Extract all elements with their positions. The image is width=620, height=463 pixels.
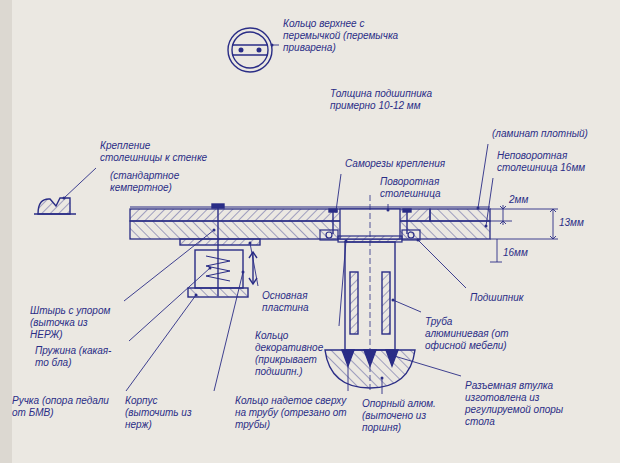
part-label: Кольцо декоративное (прикрывает подшипн.… xyxy=(255,330,335,378)
support-foot xyxy=(325,350,415,388)
leader-line xyxy=(486,178,493,226)
paper-shadow xyxy=(0,0,12,463)
table-tops xyxy=(130,207,490,208)
leader-dot xyxy=(345,240,348,243)
leader-line xyxy=(391,355,461,376)
leader-dot xyxy=(335,210,338,213)
dimension-lines xyxy=(553,209,554,239)
dimension-label: 2мм xyxy=(509,194,528,206)
leader-line xyxy=(393,300,421,312)
leader-line xyxy=(124,230,214,301)
leader-line xyxy=(214,272,243,391)
lock-mechanism xyxy=(195,250,243,288)
leader-dot xyxy=(195,294,198,297)
top-ring xyxy=(232,44,268,45)
support-foot xyxy=(342,350,398,366)
dimension-lines xyxy=(550,209,556,239)
dimension-lines xyxy=(490,205,558,262)
note: (стандартное кемпертное) xyxy=(110,170,230,194)
fixing-screws xyxy=(329,209,411,234)
leader-dot xyxy=(347,351,350,354)
leader-line xyxy=(339,241,346,326)
leader-dot xyxy=(390,354,393,357)
part-label: Разъемная втулка изготовлена из регулиру… xyxy=(465,380,595,428)
lock-mechanism xyxy=(180,239,260,245)
dimension-lines xyxy=(497,239,498,262)
dimension-lines xyxy=(500,206,506,224)
part-label: Корпус (выточить из нерж) xyxy=(125,395,210,431)
top-ring xyxy=(228,28,272,72)
top-ring xyxy=(232,54,268,55)
bearing xyxy=(320,230,338,240)
leader-dot xyxy=(381,377,384,380)
dimension-label: 13мм xyxy=(559,217,584,229)
leader-line xyxy=(250,243,258,286)
note: Толщина подшипника примерно 10-12 мм xyxy=(330,88,460,112)
part-label: Кольцо верхнее с перемычкой (перемычка п… xyxy=(283,18,403,54)
leader-dot xyxy=(477,207,480,210)
dimension-lines xyxy=(490,221,512,222)
fixing-screws xyxy=(403,209,411,212)
leader-dot xyxy=(387,209,390,212)
aluminium-tube xyxy=(350,272,358,334)
leader-dot xyxy=(417,239,420,242)
bearing xyxy=(326,232,332,238)
leader-dot xyxy=(209,267,212,270)
part-label: Неповоротная столешница 16мм xyxy=(497,150,597,174)
dimension-lines xyxy=(490,209,558,210)
leader-dot xyxy=(271,44,274,47)
leader-dot xyxy=(485,225,488,228)
top-ring xyxy=(228,28,272,72)
lock-mechanism xyxy=(206,256,230,281)
leader-line xyxy=(348,352,349,391)
leader-line xyxy=(126,295,196,391)
lock-mechanism xyxy=(212,204,224,208)
table-tops xyxy=(130,207,490,239)
lock-mechanism xyxy=(180,204,260,297)
leader-dot xyxy=(242,271,245,274)
leader-line xyxy=(64,168,96,198)
leader-line xyxy=(382,378,383,394)
part-label: Штырь с упором (выточка из НЕРЖ) xyxy=(30,305,120,341)
part-label: Крепление столешницы к стенке xyxy=(100,140,210,164)
leader-line xyxy=(129,268,210,341)
support-foot xyxy=(325,350,415,388)
leader-line xyxy=(478,144,488,208)
leader-dot xyxy=(213,229,216,232)
part-label: Саморезы крепления xyxy=(345,158,445,170)
leader-dot xyxy=(392,299,395,302)
top-ring xyxy=(239,48,243,52)
top-ring xyxy=(257,48,261,52)
part-label: Труба алюминиевая (от офисной мебели) xyxy=(425,316,515,352)
bearing xyxy=(408,232,414,238)
dimension-label: 16мм xyxy=(503,247,528,259)
part-label: Основная пластина xyxy=(262,290,324,314)
note: (ламинат плотный) xyxy=(492,128,588,140)
table-tops xyxy=(130,221,490,239)
wall-bracket xyxy=(34,198,76,214)
aluminium-tube xyxy=(382,272,390,334)
part-label: Ручка (опора педали от БМВ) xyxy=(12,395,122,419)
leader-line xyxy=(336,174,341,211)
wall-bracket xyxy=(38,198,70,214)
part-label: Кольцо надетое сверху на трубу (отрезано… xyxy=(235,395,350,431)
leader-dot xyxy=(63,197,66,200)
wall-bracket xyxy=(34,213,76,214)
leader-dot xyxy=(249,242,252,245)
dimension-lines xyxy=(490,239,558,240)
top-ring xyxy=(232,32,268,68)
part-label: Поворотная столешница xyxy=(380,176,460,200)
part-label: Пружина (какая-то бла) xyxy=(35,345,125,369)
part-label: Подшипник xyxy=(470,292,524,304)
table-tops xyxy=(430,209,490,221)
dimension-lines xyxy=(490,262,502,263)
leader-line xyxy=(418,240,466,288)
dimension-lines xyxy=(503,205,504,225)
part-label: Опорный алюм. (выточено из поршня) xyxy=(362,398,457,434)
bearing xyxy=(402,230,420,240)
